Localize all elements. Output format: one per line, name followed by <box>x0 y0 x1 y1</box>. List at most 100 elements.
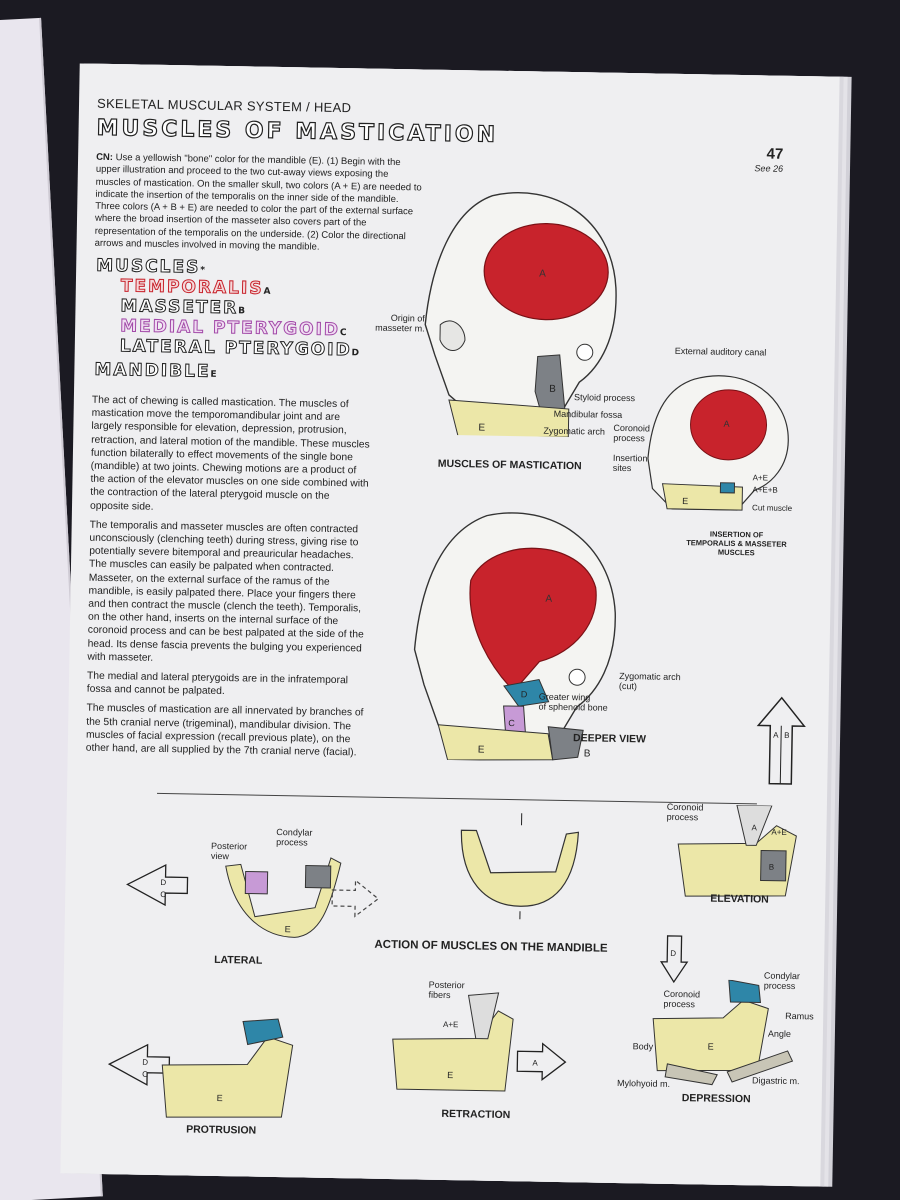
mandible-lateral-illustration: D C E <box>126 857 342 938</box>
label-b: B <box>584 748 591 759</box>
label-line: process <box>663 998 696 1010</box>
label-line: of sphenoid bone <box>538 701 608 713</box>
paragraph: The act of chewing is called mastication… <box>89 394 370 513</box>
elevation-arrow-a-b: A B <box>756 696 806 785</box>
label-zygomatic-arch: Zygomatic arch <box>543 425 606 437</box>
label-line: Coronoid <box>613 422 651 434</box>
lateral-pterygoid-muscle <box>503 678 550 707</box>
mandible-protrusion-illustration: D C E <box>107 1018 294 1118</box>
label-line: Condylar <box>763 970 801 982</box>
arrow-down-icon: D <box>659 935 689 984</box>
label-d: D <box>142 1058 148 1067</box>
muscle-name: TEMPORALIS <box>120 276 264 299</box>
temporalis-posterior-fibers <box>467 992 500 1040</box>
caption-retraction: RETRACTION <box>441 1107 511 1122</box>
label-a: A <box>545 594 552 605</box>
arrow-shape <box>659 935 689 984</box>
label-line: Condylar <box>276 827 313 838</box>
muscle-item-masseter: MASSETERB <box>120 296 245 319</box>
label-e: E <box>682 496 688 506</box>
label-line: process <box>763 980 796 992</box>
mandible-elevation-illustration: A B <box>677 804 797 897</box>
label-a: A <box>532 1059 538 1068</box>
label-a: A <box>723 419 729 429</box>
caption-protrusion: PROTRUSION <box>186 1123 257 1137</box>
label-b: B <box>784 731 790 740</box>
caption-elevation: ELEVATION <box>710 892 769 906</box>
label-a: A <box>773 731 779 740</box>
skull-illustration-upper: A B E <box>424 192 617 438</box>
label-d: D <box>160 878 166 887</box>
mandible-sub: E <box>210 369 217 380</box>
label-styloid-process: Styloid process <box>573 392 636 404</box>
see-reference: See 26 <box>754 163 784 174</box>
mandible-bone <box>460 829 580 907</box>
label-mylohyoid: Mylohyoid m. <box>616 1077 671 1089</box>
mylohyoid-muscle <box>664 1063 718 1086</box>
arrow-right-icon <box>516 1042 567 1081</box>
label-e: E <box>285 924 291 934</box>
caption-action: ACTION OF MUSCLES ON THE MANDIBLE <box>374 938 608 955</box>
label-ramus: Ramus <box>785 1010 814 1022</box>
body-text: The act of chewing is called mastication… <box>86 394 372 766</box>
label-c: C <box>160 890 166 899</box>
eye-socket <box>439 320 466 351</box>
skull-illustration-deeper: A D C E B <box>413 512 616 761</box>
temporalis-muscle <box>469 547 597 693</box>
paragraph: The muscles of mastication are all inner… <box>85 703 364 759</box>
masseter-muscle <box>304 865 332 889</box>
mandible-bone <box>652 999 769 1072</box>
arrow-divider <box>779 725 782 784</box>
label-line: Posterior <box>211 840 248 852</box>
label-line: Coronoid <box>663 988 701 1000</box>
mandible-center-illustration <box>460 813 580 920</box>
caption-depression: DEPRESSION <box>681 1092 751 1106</box>
mandible-retraction-illustration: A E <box>392 992 567 1092</box>
lateral-pterygoid-muscle <box>242 1018 284 1046</box>
label-line: (cut) <box>618 680 638 692</box>
medial-pterygoid-muscle <box>244 870 269 895</box>
label-line: sites <box>612 462 632 474</box>
label-line: view <box>210 850 230 862</box>
label-c: C <box>142 1070 148 1079</box>
label-digastric: Digastric m. <box>752 1075 800 1087</box>
muscle-name: MASSETER <box>120 296 239 319</box>
label-a: A <box>751 823 757 832</box>
label-e: E <box>708 1042 714 1052</box>
muscle-item-temporalis: TEMPORALISA <box>120 276 271 299</box>
digastric-muscle <box>726 1050 794 1083</box>
label-a-plus-e-elevation: A+E <box>771 827 787 837</box>
mandible-name: MANDIBLE <box>94 359 211 382</box>
label-line: Coronoid <box>666 801 704 813</box>
caption-deeper-view: DEEPER VIEW <box>572 732 647 746</box>
masseter-muscle <box>760 849 787 882</box>
label-line: process <box>613 432 645 444</box>
label-a: A <box>539 269 546 280</box>
cut-muscle <box>719 482 736 494</box>
label-line: process <box>666 811 699 823</box>
page-title: MUSCLES OF MASTICATION <box>96 115 499 148</box>
label-b: B <box>769 863 775 872</box>
label-line: Posterior <box>428 979 465 991</box>
cn-text: Use a yellowish "bone" color for the man… <box>94 152 422 253</box>
muscles-heading: MUSCLES* <box>96 255 206 278</box>
skull-illustration-insertion: A E <box>647 375 789 511</box>
muscles-heading-sub: * <box>200 265 206 276</box>
label-line: masseter m. <box>375 322 425 334</box>
muscles-heading-text: MUSCLES <box>96 255 201 278</box>
caption-lateral: LATERAL <box>214 953 263 967</box>
dashed-arrow-right-icon <box>331 879 380 918</box>
ear-canal <box>576 343 594 361</box>
label-external-auditory-canal: External auditory canal <box>674 345 767 358</box>
temporalis-muscle <box>483 223 609 321</box>
label-zygomatic-arch-cut: Zygomatic arch(cut) <box>619 671 681 692</box>
